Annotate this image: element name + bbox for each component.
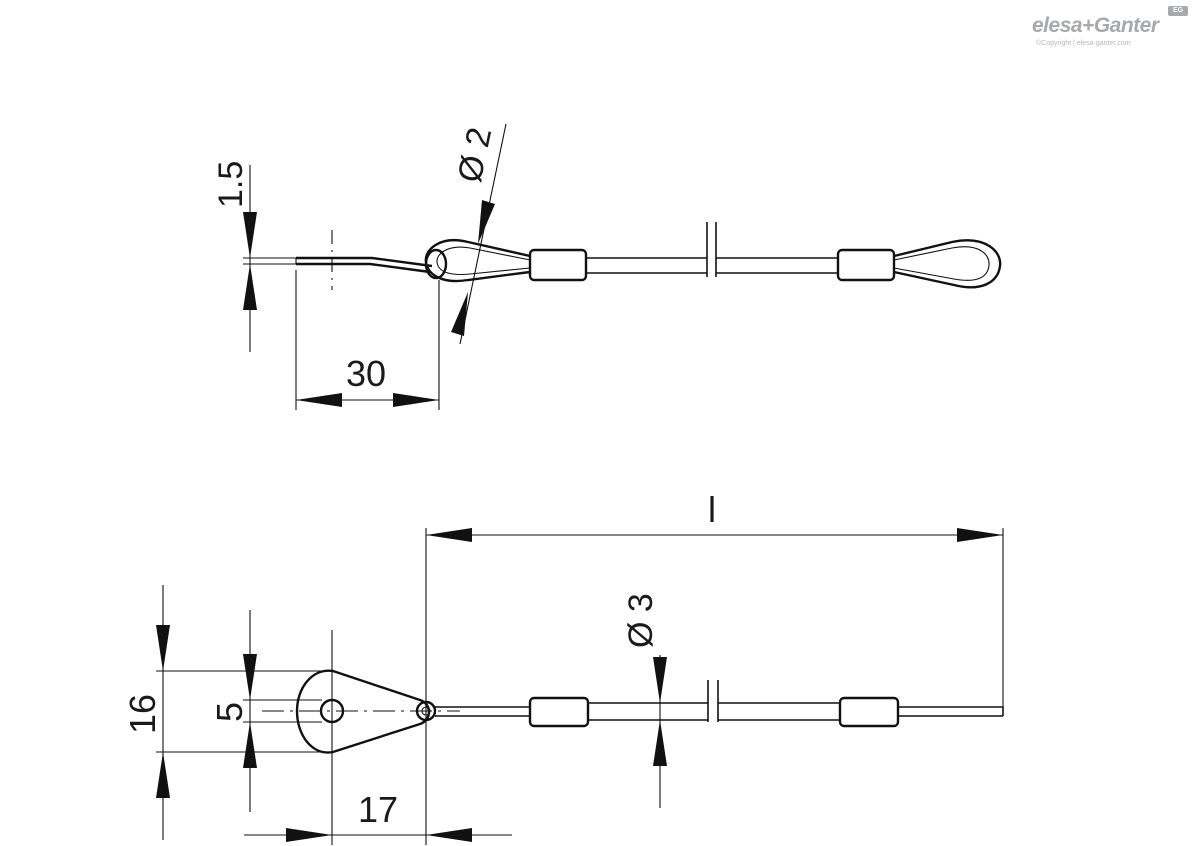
dim-16-arrow-top xyxy=(156,625,170,671)
eyelet-plate xyxy=(295,669,431,754)
top-pin-upper-edge xyxy=(296,256,433,268)
dim-d2-arrow-bottom xyxy=(451,292,468,336)
dim-l-label: l xyxy=(708,489,716,530)
dim-30-arrow-right xyxy=(393,393,439,407)
top-right-wire-loop-inner xyxy=(893,246,990,281)
dim-1-5-arrow-bottom xyxy=(243,264,257,310)
bottom-view: l Ø 3 16 5 17 xyxy=(122,489,1004,845)
top-split-ring xyxy=(424,248,448,280)
dim-5-arrow-bottom xyxy=(243,722,257,768)
brand-name: elesa+Ganter xyxy=(1032,14,1159,37)
top-pin-lower-edge xyxy=(296,262,431,274)
dim-l-arrow-right xyxy=(957,528,1003,542)
dim-d2-line xyxy=(459,123,507,345)
bottom-right-ferrule xyxy=(838,696,900,728)
dim-d3-label: Ø 3 xyxy=(622,593,660,648)
brand-badge: EG xyxy=(1168,6,1188,16)
top-view: 1.5 30 Ø 2 xyxy=(212,123,1002,410)
dim-l-arrow-left xyxy=(426,528,472,542)
top-left-wire-loop-inner xyxy=(436,246,531,276)
top-right-ferrule xyxy=(836,248,896,282)
dim-1-5-label: 1.5 xyxy=(212,161,250,208)
top-left-wire-loop xyxy=(424,239,531,283)
dim-5-arrow-top xyxy=(243,654,257,700)
top-left-ferrule xyxy=(528,248,588,282)
dim-17-arrow-left xyxy=(286,828,332,842)
dim-30-label: 30 xyxy=(346,353,386,394)
dim-d3-arrow-top xyxy=(653,657,667,703)
brand-copyright: ©Copyright | elesa-ganter.com xyxy=(1036,40,1131,47)
dim-17-label: 17 xyxy=(358,789,398,830)
dim-1-5-arrow-top xyxy=(243,212,257,258)
brand-logo: elesa+Ganter EG ©Copyright | elesa-gante… xyxy=(1030,6,1190,47)
dim-5-label: 5 xyxy=(209,702,250,722)
dim-d3-arrow-bottom xyxy=(653,720,667,766)
top-right-wire-loop xyxy=(893,239,1002,289)
dim-d2-label: Ø 2 xyxy=(451,124,500,186)
dim-30-arrow-left xyxy=(296,393,342,407)
dim-16-arrow-bottom xyxy=(156,752,170,798)
bottom-left-ferrule xyxy=(528,696,590,728)
dim-16-label: 16 xyxy=(122,694,163,734)
dim-d2-arrow-top xyxy=(478,200,495,244)
dim-17-arrow-right xyxy=(426,828,472,842)
